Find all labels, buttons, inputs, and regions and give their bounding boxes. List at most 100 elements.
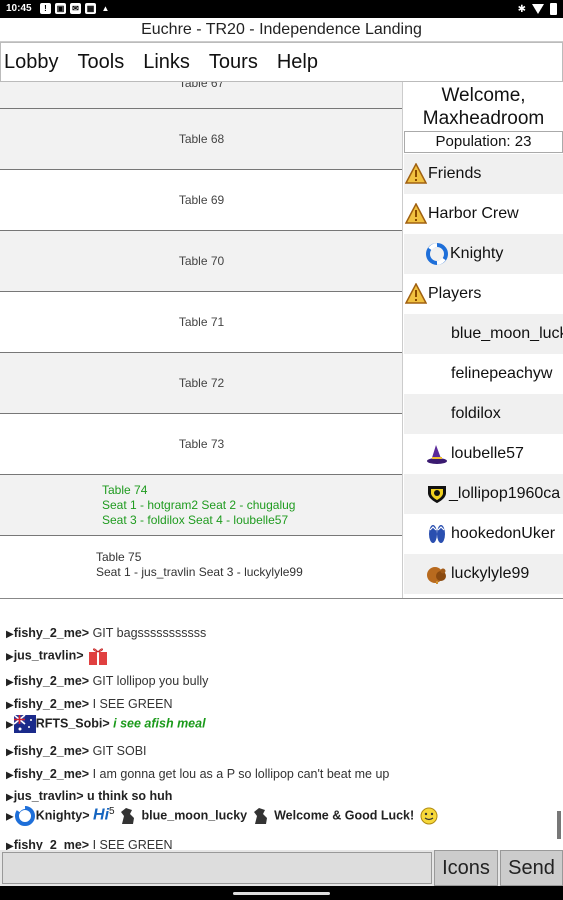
group-players[interactable]: Players xyxy=(404,274,563,314)
chat-line: ▶fishy_2_me> I SEE GREEN xyxy=(6,838,172,850)
player-luckylyle99[interactable]: luckylyle99 xyxy=(404,554,563,594)
chat-user[interactable]: fishy_2_me> xyxy=(13,767,90,781)
table-row-75[interactable]: Table 75 Seat 1 - jus_travlin Seat 3 - l… xyxy=(0,536,402,598)
australia-flag-icon xyxy=(13,714,36,733)
chat-arrow-icon: ▶ xyxy=(6,770,14,781)
menu-help[interactable]: Help xyxy=(276,50,318,73)
table-label: Table 74 xyxy=(102,483,148,497)
chat-user[interactable]: fishy_2_me> xyxy=(13,838,90,850)
chat-user[interactable]: jus_travlin> xyxy=(13,789,84,803)
member-label: Knighty xyxy=(450,245,504,262)
chat-arrow-icon: ▶ xyxy=(6,629,14,640)
chat-message: I am gonna get lou as a P so lollipop ca… xyxy=(89,767,390,781)
table-row-72[interactable]: Table 72 xyxy=(0,353,402,414)
player-label: loubelle57 xyxy=(451,445,524,462)
table-row-68[interactable]: Table 68 xyxy=(0,109,402,170)
battery-icon xyxy=(550,3,557,15)
icons-button[interactable]: Icons xyxy=(434,850,498,886)
group-harbor-crew[interactable]: Harbor Crew xyxy=(404,194,563,234)
chat-user[interactable]: jus_travlin> xyxy=(13,648,84,663)
navigation-bar xyxy=(0,886,563,900)
table-label: Table 72 xyxy=(178,376,225,390)
table-row-69[interactable]: Table 69 xyxy=(0,170,402,231)
chat-message: I SEE GREEN xyxy=(89,838,173,850)
player-loubelle57[interactable]: loubelle57 xyxy=(404,434,563,474)
gift-icon xyxy=(89,648,108,665)
turkey-icon xyxy=(427,567,446,584)
status-left-icons: ! ▣ ✉ ▦ ▲ xyxy=(40,3,111,14)
chat-arrow-icon: ▶ xyxy=(6,841,14,850)
chat-user[interactable]: fishy_2_me> xyxy=(13,626,90,640)
chat-user[interactable]: fishy_2_me> xyxy=(13,697,90,711)
chat-input-bar: Icons Send xyxy=(0,850,563,886)
player-foldilox[interactable]: foldilox xyxy=(404,394,563,434)
wifi-icon xyxy=(532,4,544,14)
chat-mention[interactable]: blue_moon_lucky xyxy=(141,808,248,823)
menu-tours[interactable]: Tours xyxy=(208,50,258,73)
table-row-73[interactable]: Table 73 xyxy=(0,414,402,475)
table-seats: Seat 1 - jus_travlin Seat 3 - luckylyle9… xyxy=(96,565,303,579)
player-lollipop1960ca[interactable]: _lollipop1960ca xyxy=(404,474,563,514)
table-list[interactable]: Table 67 Table 68 Table 69 Table 70 Tabl… xyxy=(0,82,403,598)
chat-user[interactable]: Knighty> xyxy=(35,808,90,823)
hi-count: 5 xyxy=(109,806,115,818)
sms-icon: ✉ xyxy=(70,3,81,14)
screenshot-icon: ▣ xyxy=(55,3,66,14)
chat-log[interactable]: ▶fishy_2_me> GIT bagsssssssssss ▶jus_tra… xyxy=(0,598,563,850)
table-row-70[interactable]: Table 70 xyxy=(0,231,402,292)
menu-tools[interactable]: Tools xyxy=(77,50,125,73)
table-seats: Seat 3 - foldilox Seat 4 - loubelle57 xyxy=(102,513,289,527)
table-label: Table 67 xyxy=(178,82,225,90)
chat-message: GIT bagsssssssssss xyxy=(89,626,207,640)
group-label: Harbor Crew xyxy=(428,205,519,222)
chat-message: u think so huh xyxy=(83,789,173,803)
chat-line: ▶jus_travlin> u think so huh xyxy=(6,789,172,803)
table-label: Table 75 xyxy=(96,550,142,564)
chat-line: ▶fishy_2_me> GIT lollipop you bully xyxy=(6,674,208,688)
chat-scrollbar[interactable] xyxy=(557,811,561,839)
welcome-line: Welcome, xyxy=(441,85,526,106)
chat-input[interactable] xyxy=(2,852,432,884)
status-time: 10:45 xyxy=(6,3,32,14)
chat-user[interactable]: fishy_2_me> xyxy=(13,674,90,688)
chat-user[interactable]: RFTS_Sobi> xyxy=(35,716,110,731)
table-row-67[interactable]: Table 67 xyxy=(0,82,402,109)
player-felinepeachyw[interactable]: felinepeachyw xyxy=(404,354,563,394)
image-icon: ▦ xyxy=(85,3,96,14)
player-blue-moon-lucky[interactable]: blue_moon_lucky xyxy=(404,314,563,354)
chat-user[interactable]: fishy_2_me> xyxy=(13,744,90,758)
chat-line: ▶fishy_2_me> I SEE GREEN xyxy=(6,697,172,711)
member-knighty[interactable]: Knighty xyxy=(404,234,563,274)
welcome-text: Welcome, Maxheadroom xyxy=(404,82,563,130)
table-label: Table 69 xyxy=(178,193,225,207)
player-sidebar: Welcome, Maxheadroom Population: 23 Frie… xyxy=(404,82,563,598)
knight-icon xyxy=(121,808,135,824)
chat-line: ▶fishy_2_me> GIT SOBI xyxy=(6,744,147,758)
player-label: luckylyle99 xyxy=(451,565,530,582)
group-friends[interactable]: Friends xyxy=(404,154,563,194)
home-gesture-handle[interactable] xyxy=(233,892,330,895)
status-right-icons: ✱ xyxy=(518,3,557,15)
player-label: blue_moon_lucky xyxy=(451,325,563,342)
knight-icon xyxy=(253,808,267,824)
smiley-icon xyxy=(420,807,438,825)
life-ring-icon xyxy=(14,805,35,826)
player-hookedonuker[interactable]: hookedonUker xyxy=(404,514,563,554)
menu-lobby[interactable]: Lobby xyxy=(4,50,59,73)
player-label: foldilox xyxy=(451,405,501,422)
chat-arrow-icon: ▶ xyxy=(6,811,14,823)
shield-icon xyxy=(428,486,446,503)
hi-sticker: Hi xyxy=(93,806,110,824)
chat-message: GIT lollipop you bully xyxy=(89,674,209,688)
chat-line: ▶fishy_2_me> I am gonna get lou as a P s… xyxy=(6,767,389,781)
table-row-71[interactable]: Table 71 xyxy=(0,292,402,353)
menu-links[interactable]: Links xyxy=(143,50,190,73)
send-button[interactable]: Send xyxy=(500,850,563,886)
chat-arrow-icon: ▶ xyxy=(6,700,14,711)
population-count: Population: 23 xyxy=(404,131,563,153)
username: Maxheadroom xyxy=(422,108,545,129)
table-row-74[interactable]: Table 74 Seat 1 - hotgram2 Seat 2 - chug… xyxy=(0,475,402,536)
chat-arrow-icon: ▶ xyxy=(6,719,14,731)
group-label: Players xyxy=(428,285,482,302)
player-label: felinepeachyw xyxy=(451,365,553,382)
